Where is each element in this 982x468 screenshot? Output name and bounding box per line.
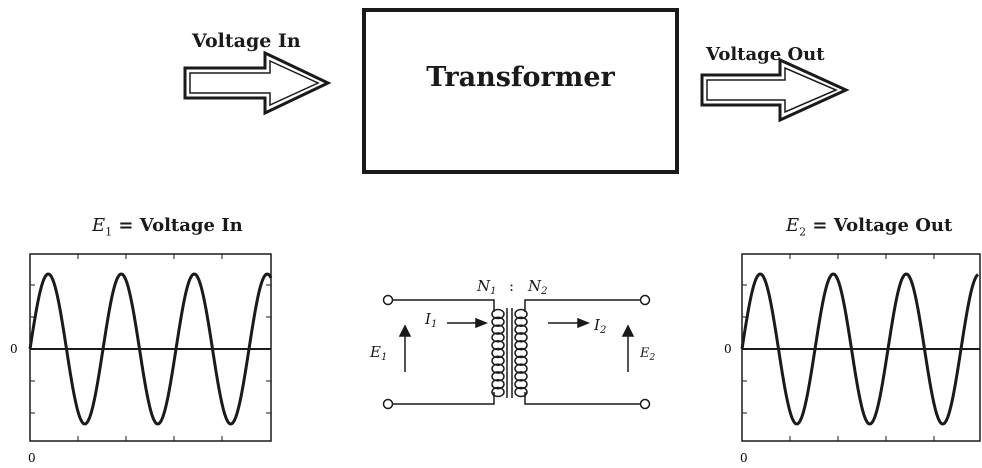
output-waveform-symbol: E	[786, 215, 800, 236]
transformer-block-label: Transformer	[426, 62, 615, 93]
i1-arrow	[447, 317, 489, 329]
input-arrow	[183, 50, 332, 116]
coil-turn	[491, 347, 505, 359]
e2-arrow	[621, 324, 635, 372]
output-zero-x-label: 0	[740, 451, 748, 465]
e2-label: E2	[639, 346, 656, 363]
i2-arrow	[548, 317, 591, 329]
coil-turn	[514, 316, 528, 328]
input-zero-y-label: 0	[10, 342, 18, 356]
input-waveform-symbol: E	[92, 215, 106, 236]
input-zero-x-label: 0	[28, 451, 36, 465]
input-waveform-title: E1 = Voltage In	[92, 215, 243, 239]
secondary-bottom-terminal	[639, 398, 651, 410]
output-sine-wave	[740, 272, 980, 426]
coil-turn	[491, 332, 505, 343]
primary-wire	[393, 299, 495, 405]
coil-turn	[491, 378, 505, 390]
coil-turn	[514, 371, 528, 382]
output-arrow	[700, 57, 850, 123]
output-waveform-title-text: = Voltage Out	[812, 215, 953, 236]
output-zero-y-label: 0	[724, 342, 732, 356]
primary-bottom-terminal	[382, 398, 394, 410]
n2-label: N2	[527, 277, 548, 297]
secondary-coil	[514, 308, 528, 398]
coil-turn	[491, 324, 505, 335]
output-waveform-chart: 0 0	[724, 253, 981, 465]
transformer-schematic	[382, 294, 651, 410]
coil-turn	[491, 316, 505, 328]
coil-turn	[514, 347, 528, 359]
input-waveform-title-text: = Voltage In	[118, 215, 243, 236]
primary-top-terminal	[382, 294, 394, 306]
coil-turn	[514, 324, 528, 335]
ratio-colon: :	[509, 277, 514, 295]
coil-turn	[491, 386, 505, 398]
primary-coil	[491, 308, 505, 398]
output-waveform-subscript: 2	[799, 225, 807, 239]
coil-turn	[514, 363, 528, 374]
coil-turn	[491, 355, 505, 367]
input-frame-ticks	[30, 254, 271, 441]
voltage-in-label: Voltage In	[192, 30, 301, 52]
coil-turn	[491, 371, 505, 382]
coil-turn	[514, 386, 528, 398]
coil-turn	[491, 363, 505, 374]
coil-turn	[514, 308, 528, 320]
coil-turn	[491, 308, 505, 320]
voltage-out-label: Voltage Out	[706, 44, 825, 65]
input-sine-wave	[28, 272, 273, 426]
coil-turn	[514, 332, 528, 343]
coil-turn	[514, 355, 528, 367]
secondary-top-terminal	[639, 294, 651, 306]
input-waveform-chart: 0 0	[10, 253, 273, 465]
i2-label: I2	[593, 316, 606, 336]
output-waveform-title: E2 = Voltage Out	[786, 215, 952, 239]
coil-turn	[491, 339, 505, 351]
e1-label: E1	[369, 343, 387, 363]
input-waveform-subscript: 1	[105, 225, 113, 239]
output-frame-ticks	[742, 254, 935, 441]
coil-turn	[514, 378, 528, 390]
coil-turn	[514, 339, 528, 351]
i1-label: I1	[424, 310, 437, 330]
secondary-wire	[524, 299, 640, 405]
n1-label: N1	[476, 277, 497, 297]
e1-arrow	[398, 324, 412, 372]
transformer-block	[362, 8, 679, 174]
